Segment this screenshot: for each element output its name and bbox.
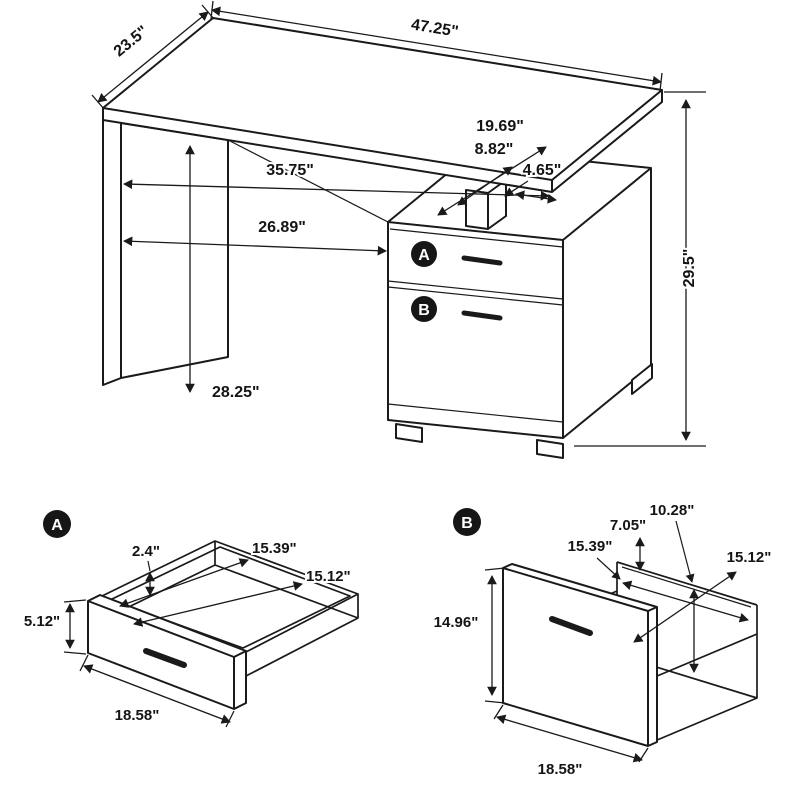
detail-a-badge-label: A xyxy=(51,517,63,534)
dim-knee-width: 26.89" xyxy=(123,217,387,256)
dim-overall-height-ticks xyxy=(574,91,706,447)
drawer-b-handle xyxy=(461,310,503,321)
detail-b-badge-label: B xyxy=(461,515,473,532)
dim-top-depth-arrow xyxy=(97,11,209,103)
detail-b-badge-circle xyxy=(453,508,481,536)
dim-overall-height-label: 29.5" xyxy=(681,249,698,288)
drawer-b-badge: B xyxy=(411,296,437,322)
dim-a-interior-width: 15.39" xyxy=(119,538,299,608)
dim-knee-width-arrow xyxy=(123,236,387,256)
dim-a-interior-depth-arrow xyxy=(133,581,303,627)
dim-a-side-height-label: 2.4" xyxy=(132,543,160,560)
dim-a-interior-depth-label: 15.12" xyxy=(306,568,351,585)
drawer-a-handle xyxy=(461,255,503,266)
drawer-a-badge-circle xyxy=(411,241,437,267)
dim-b-front-width: 18.58" xyxy=(493,704,649,780)
dim-panel-height-label: 28.25" xyxy=(212,384,260,401)
dim-b-back-height-leader xyxy=(675,520,695,583)
dim-a-interior-depth: 15.12" xyxy=(133,566,353,627)
dim-mount-width: 4.65" xyxy=(504,160,563,204)
dim-b-front-width-arrow xyxy=(496,714,643,763)
dim-top-width-label: 47.25" xyxy=(410,16,460,40)
dim-panel-height: 28.25" xyxy=(185,145,262,403)
dim-b-front-height: 14.96" xyxy=(432,567,506,704)
detail-a-view: A 5.12" 2.4" 15.39" 15.12" xyxy=(22,510,359,728)
pedestal-drawer-divider-lines xyxy=(387,228,564,423)
dim-pedestal-depth: 19.69" xyxy=(437,116,547,216)
dim-b-side-height: 7.05" xyxy=(608,515,648,571)
dim-a-side-height-leader xyxy=(147,560,151,572)
drawer-a-badge: A xyxy=(411,241,437,267)
detail-a-handle xyxy=(143,648,187,668)
drawer-b-badge-label: B xyxy=(418,302,430,319)
dim-a-front-height-label: 5.12" xyxy=(24,613,60,630)
dim-a-interior-width-label: 15.39" xyxy=(252,540,297,557)
pedestal-feet xyxy=(395,363,653,459)
dim-under-desk-width-label: 35.75" xyxy=(266,162,314,179)
dim-pedestal-depth-label: 19.69" xyxy=(476,118,524,135)
dim-b-interior-width-leader xyxy=(596,557,621,580)
dim-a-front-width-arrow xyxy=(83,664,231,724)
dim-b-interior-width-label: 15.39" xyxy=(568,538,613,555)
drawer-a-front-panel xyxy=(87,594,247,710)
dim-a-front-width-label: 18.58" xyxy=(115,707,160,724)
drawer-a-badge-label: A xyxy=(418,247,430,264)
main-desk-view: 47.25" 23.5" 29.5" 19.69" 8.82" 4. xyxy=(91,0,706,459)
drawer-a-box xyxy=(99,540,359,677)
detail-a-badge-circle xyxy=(43,510,71,538)
dim-knee-width-label: 26.89" xyxy=(258,219,306,236)
dim-b-interior-depth: 15.12" xyxy=(633,547,773,643)
left-side-panel xyxy=(102,117,229,386)
dim-a-front-width: 18.58" xyxy=(79,654,235,728)
drawer-b-badge-circle xyxy=(411,296,437,322)
detail-b-view: B 14.96" 10.28" 7.05" 15.39" xyxy=(432,500,774,780)
dim-a-side-height: 2.4" xyxy=(130,541,162,596)
dim-b-front-width-label: 18.58" xyxy=(538,761,583,778)
detail-a-badge: A xyxy=(43,510,71,538)
dim-overall-height: 29.5" xyxy=(574,91,706,447)
dim-b-front-height-ticks xyxy=(484,567,506,704)
dim-mount-depth: 8.82" xyxy=(457,139,515,206)
drawer-b-front-panel xyxy=(502,563,658,747)
detail-b-handle xyxy=(549,616,593,636)
dim-b-back-height-label: 10.28" xyxy=(650,502,695,519)
dim-a-front-height: 5.12" xyxy=(22,599,87,655)
dim-a-front-height-ticks xyxy=(63,599,87,655)
dim-mount-width-label: 4.65" xyxy=(523,162,562,179)
dim-top-width-arrow xyxy=(211,6,662,86)
detail-b-badge: B xyxy=(453,508,481,536)
dim-a-interior-width-arrow xyxy=(119,558,249,608)
dim-b-front-height-label: 14.96" xyxy=(434,614,479,631)
dim-mount-depth-label: 8.82" xyxy=(475,141,514,158)
dim-b-interior-depth-arrow xyxy=(633,571,737,643)
dim-b-interior-depth-label: 15.12" xyxy=(727,549,772,566)
dim-top-depth-label: 23.5" xyxy=(111,23,152,61)
dim-b-side-height-label: 7.05" xyxy=(610,517,646,534)
